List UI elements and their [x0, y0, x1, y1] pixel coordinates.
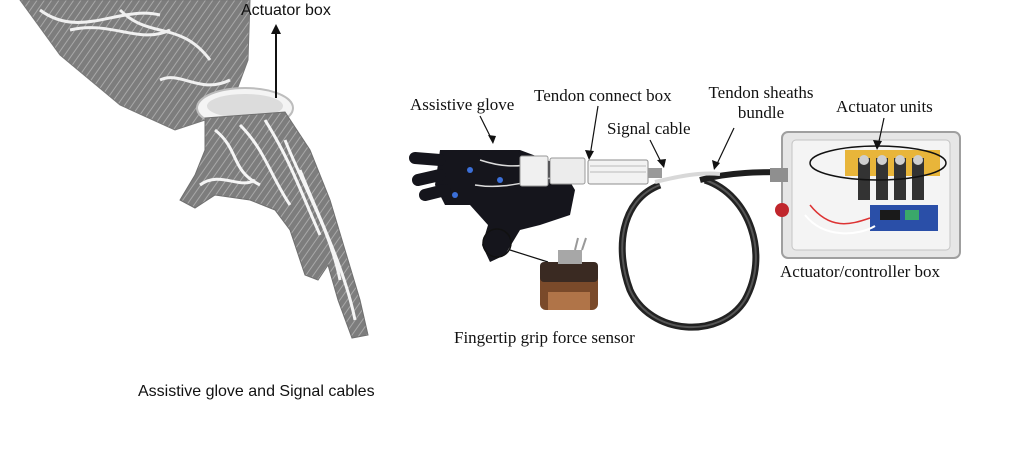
glove-marker-2 — [497, 177, 503, 183]
cuff-inner — [207, 94, 283, 118]
label-tendon-sheaths-line1: Tendon sheaths — [708, 83, 814, 102]
tendon-connect-block-b — [549, 157, 586, 185]
box-cable-gland — [770, 168, 788, 182]
label-tendon-connect-box: Tendon connect box — [534, 86, 672, 105]
tendon-connect-block-a — [519, 155, 549, 187]
label-fingertip-sensor: Fingertip grip force sensor — [454, 328, 635, 347]
hand-white-pattern — [199, 119, 357, 321]
glove-fingers — [409, 152, 451, 201]
label-actuator-controller-box: Actuator/controller box — [780, 262, 941, 281]
sensor-zoom-circle — [482, 228, 512, 258]
label-signal-cable: Signal cable — [607, 119, 691, 138]
arrow-tendon-sheaths — [715, 127, 735, 167]
actuator-box-arrow-head — [271, 24, 281, 34]
sensor-pad — [548, 292, 590, 310]
cable-coil-inner — [621, 179, 757, 329]
label-assistive-glove: Assistive glove — [410, 95, 515, 114]
sensor-zoom-line — [509, 249, 549, 263]
signal-cable-line — [654, 171, 721, 184]
sensor-top — [540, 262, 598, 282]
glove-marker-3 — [452, 192, 458, 198]
arrow-tendon-connect — [589, 105, 599, 157]
connector-plug — [648, 168, 662, 178]
label-actuator-box: Actuator box — [241, 2, 331, 19]
arm-white-veins — [39, 8, 231, 87]
caption: Assistive glove and Signal cables — [138, 383, 375, 400]
arm-rendering — [19, 0, 369, 339]
label-actuator-units: Actuator units — [836, 97, 933, 116]
system-photo — [409, 105, 961, 331]
label-tendon-sheaths-line2: bundle — [737, 103, 785, 122]
glove-marker-1 — [467, 167, 473, 173]
sensor-connector — [558, 250, 582, 264]
label-tendon-sheaths-bundle: Tendon sheaths bundle — [699, 83, 823, 123]
hand-shape — [179, 111, 369, 339]
red-button — [775, 203, 789, 217]
